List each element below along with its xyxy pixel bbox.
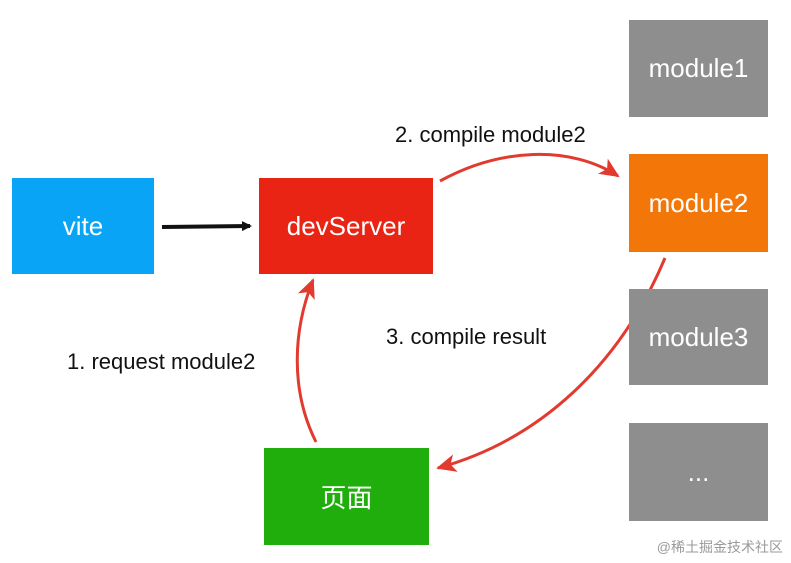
result-step-label: 3. compile result [386, 324, 547, 349]
arrow-vite-to-devserver [161, 221, 252, 232]
devserver-box: devServer [259, 178, 433, 274]
request-step-label: 1. request module2 [67, 349, 256, 374]
page-box: 页面 [264, 448, 429, 545]
more-modules-box: ... [629, 423, 768, 521]
arrow-page-to-devserver [295, 278, 318, 443]
more-modules-label: ... [687, 456, 710, 487]
module2-box: module2 [629, 154, 768, 252]
module3-box: module3 [629, 289, 768, 385]
devserver-label: devServer [286, 210, 406, 241]
page-label: 页面 [320, 483, 373, 513]
watermark: @稀土掘金技术社区 [656, 539, 783, 555]
vite-label: vite [62, 210, 104, 241]
module1-label: module1 [648, 53, 749, 83]
module3-label: module3 [648, 321, 749, 352]
vite-box: vite [12, 178, 154, 274]
module2-label: module2 [648, 187, 749, 218]
compile-step-label: 2. compile module2 [395, 122, 586, 147]
arrow-devserver-to-module2 [439, 153, 620, 183]
module1-box: module1 [629, 20, 768, 117]
